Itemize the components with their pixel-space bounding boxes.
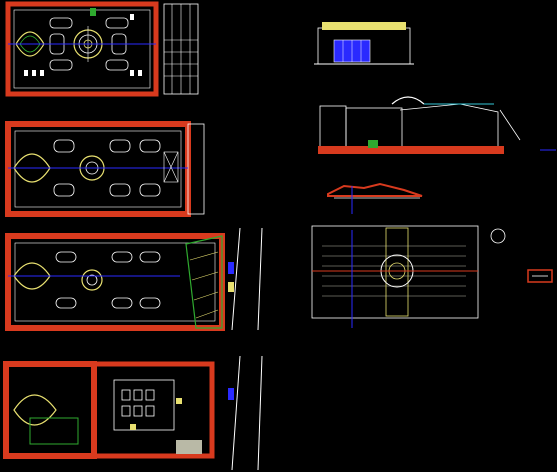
section-ramp	[499, 109, 521, 141]
plan-1-outer-wall	[5, 1, 159, 97]
roof-plan-ribs	[322, 245, 466, 297]
roof-profile	[327, 182, 423, 214]
plan-1-inner-outline	[13, 9, 151, 89]
plan-3-road-edge-b	[257, 227, 263, 331]
plan-3-yellow-tag	[228, 282, 234, 292]
elevation-cornice	[322, 22, 406, 30]
plan-2-annex	[187, 123, 205, 215]
plan-3-road-edge-a	[231, 227, 241, 331]
plan-1-fixtures	[24, 14, 142, 76]
plan-4-yellow-mark-2	[176, 398, 182, 404]
plan-4-cubicles	[113, 379, 175, 431]
plan-4-gray-block	[176, 440, 202, 454]
plan-4-fan-entrance	[13, 394, 57, 426]
plan-3-ramp	[185, 235, 223, 329]
plan-level-4	[3, 355, 263, 471]
roof-plan-north-circle	[490, 228, 506, 244]
plan-level-2	[5, 121, 205, 217]
roof-plan-spine	[385, 227, 409, 317]
plan-3-blue-tag	[228, 262, 234, 274]
legend-block	[527, 269, 553, 283]
plan-3-ramp-hatch	[189, 251, 219, 319]
roof-plan-outline	[311, 225, 479, 319]
plan-1-grid-block	[163, 3, 199, 95]
plan-3-seating	[55, 251, 161, 309]
plan-level-3	[5, 227, 263, 331]
plan-4-road-edge-a	[231, 355, 241, 471]
section-foundation	[318, 146, 504, 154]
plan-4-left-wall	[3, 361, 97, 459]
plan-3-outer-wall	[5, 233, 225, 331]
plan-4-yellow-mark	[130, 424, 136, 430]
section-block-left	[319, 105, 347, 151]
plan-3-atrium	[81, 269, 103, 291]
section-block-right	[399, 103, 499, 151]
long-section	[318, 96, 556, 154]
elevation-mullions	[342, 40, 362, 62]
section-green-mark	[368, 140, 378, 148]
plan-2-stair	[163, 151, 179, 183]
plan-4-right-wall	[91, 361, 215, 459]
legend-frame	[527, 269, 553, 283]
plan-1-green-mark	[90, 8, 96, 16]
plan-level-1	[5, 1, 199, 97]
front-elevation	[314, 22, 414, 65]
plan-4-blue-tag	[228, 388, 234, 400]
roof-profile-outline	[327, 182, 423, 197]
plan-4-road-edge-b	[257, 355, 263, 471]
plan-4-green-room	[29, 417, 79, 445]
roof-plan	[311, 225, 506, 328]
section-dome	[391, 96, 425, 105]
plan-3-inner-outline	[14, 242, 216, 322]
plan-2-seating	[53, 139, 161, 197]
